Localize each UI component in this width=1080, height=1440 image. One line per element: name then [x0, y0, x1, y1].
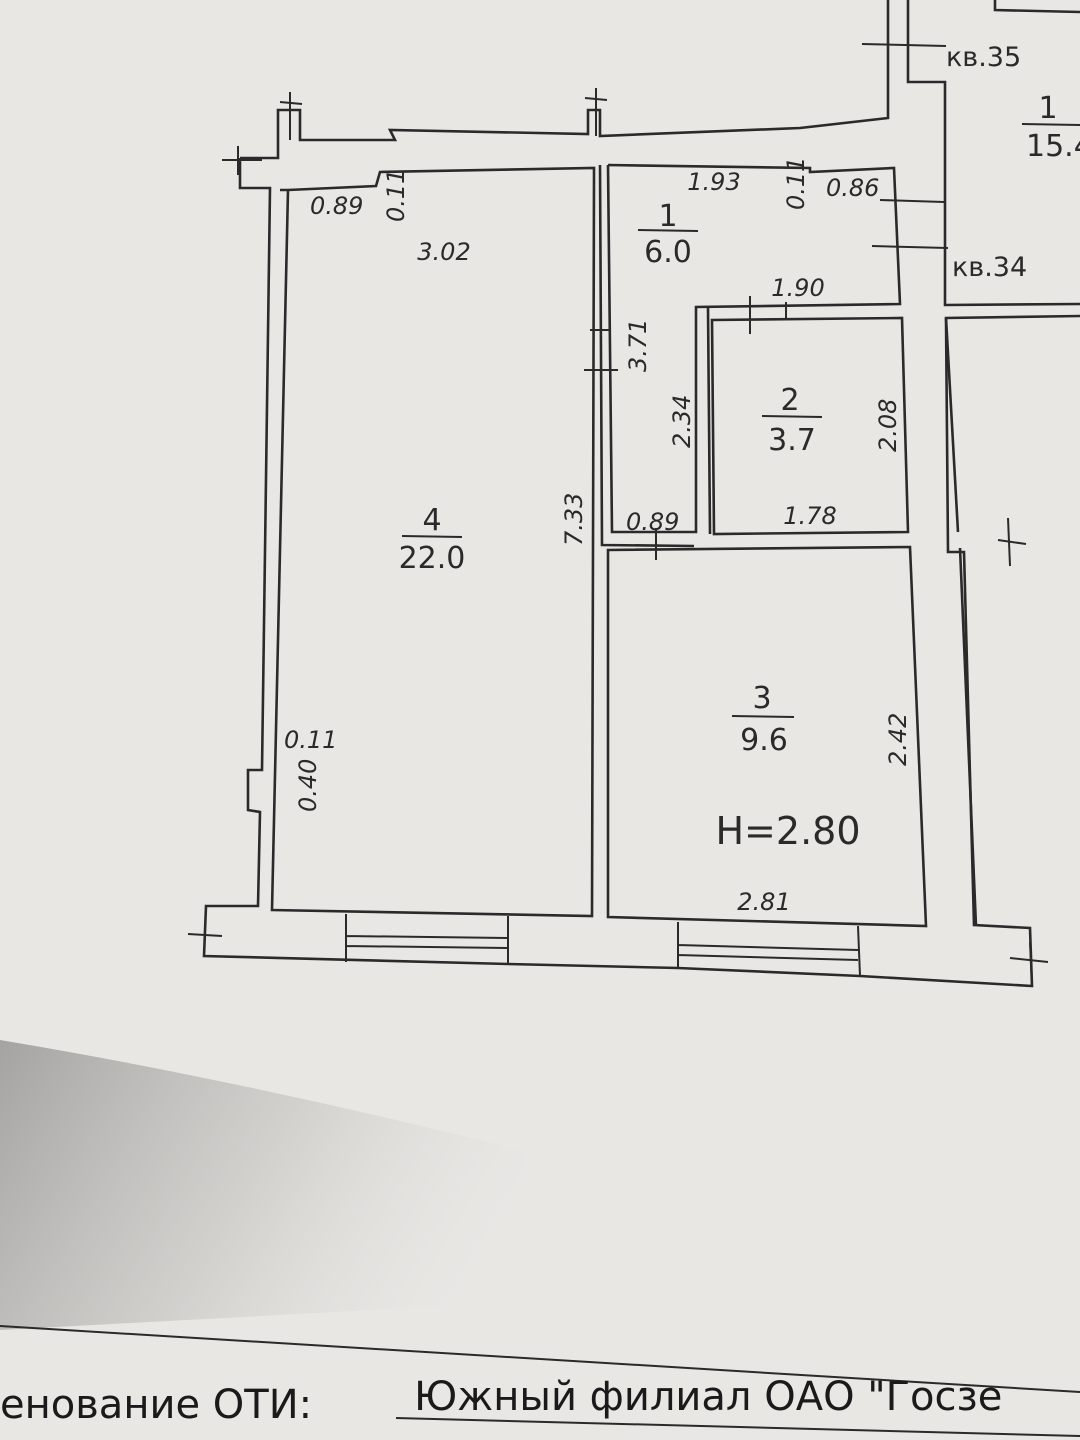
dim-room2-height: 2.08 — [874, 399, 902, 452]
paper-shadow — [0, 1040, 560, 1330]
dim-room4-niche: 0.40 — [294, 759, 322, 812]
area-fraction-bars — [401, 123, 1080, 718]
room-1-number: 1 — [658, 199, 677, 234]
room-4-area: 22.0 — [399, 541, 466, 576]
apartment-34-label: кв.34 — [952, 252, 1027, 283]
apartment-35-label: кв.35 — [946, 42, 1021, 73]
neighbor-room-area: 15.4 — [1026, 129, 1080, 164]
outer-walls — [202, 0, 1080, 988]
dim-room4-length: 7.33 — [560, 493, 588, 546]
room-1-area: 6.0 — [644, 235, 692, 270]
dim-room1-width: 1.93 — [687, 168, 740, 196]
dim-room4-width: 3.02 — [417, 238, 470, 266]
footer-label: енование ОТИ: — [0, 1382, 312, 1428]
ceiling-height: H=2.80 — [715, 809, 860, 853]
room-labels: 1 6.0 2 3.7 3 9.6 4 22.0 1 15.4 — [399, 91, 1080, 758]
dim-room2-bottom: 1.78 — [783, 502, 836, 530]
dim-room1-wall: 0.11 — [782, 157, 810, 210]
room-2-number: 2 — [780, 383, 799, 418]
break-ticks — [187, 43, 1049, 987]
room-2-area: 3.7 — [768, 423, 816, 458]
dim-room1-length: 3.71 — [624, 319, 652, 372]
dim-room3-height: 2.42 — [884, 713, 912, 766]
room-4-number: 4 — [422, 503, 441, 538]
room-outlines — [598, 163, 978, 928]
footer-value: Южный филиал ОАО "Госзе — [414, 1374, 1002, 1420]
dim-corridor-length: 2.34 — [668, 395, 696, 448]
room-3-area: 9.6 — [740, 723, 788, 758]
room-3-number: 3 — [752, 681, 771, 716]
windows — [345, 914, 861, 977]
dim-room3-width: 2.81 — [737, 888, 790, 916]
dim-room4-left-wall: 0.11 — [284, 726, 337, 754]
dim-room4-top-left: 0.89 — [310, 192, 363, 220]
dim-room2-width: 1.90 — [771, 274, 824, 302]
footer: енование ОТИ: Южный филиал ОАО "Госзе — [0, 1325, 1080, 1437]
dim-room1-right: 0.86 — [826, 174, 879, 202]
dimension-labels: 0.89 0.11 3.02 7.33 0.11 0.40 1.93 0.11 … — [284, 157, 912, 916]
dim-corridor-width: 0.89 — [626, 508, 679, 536]
neighbor-room-number: 1 — [1038, 91, 1057, 126]
dim-room4-top-wall: 0.11 — [382, 169, 410, 222]
